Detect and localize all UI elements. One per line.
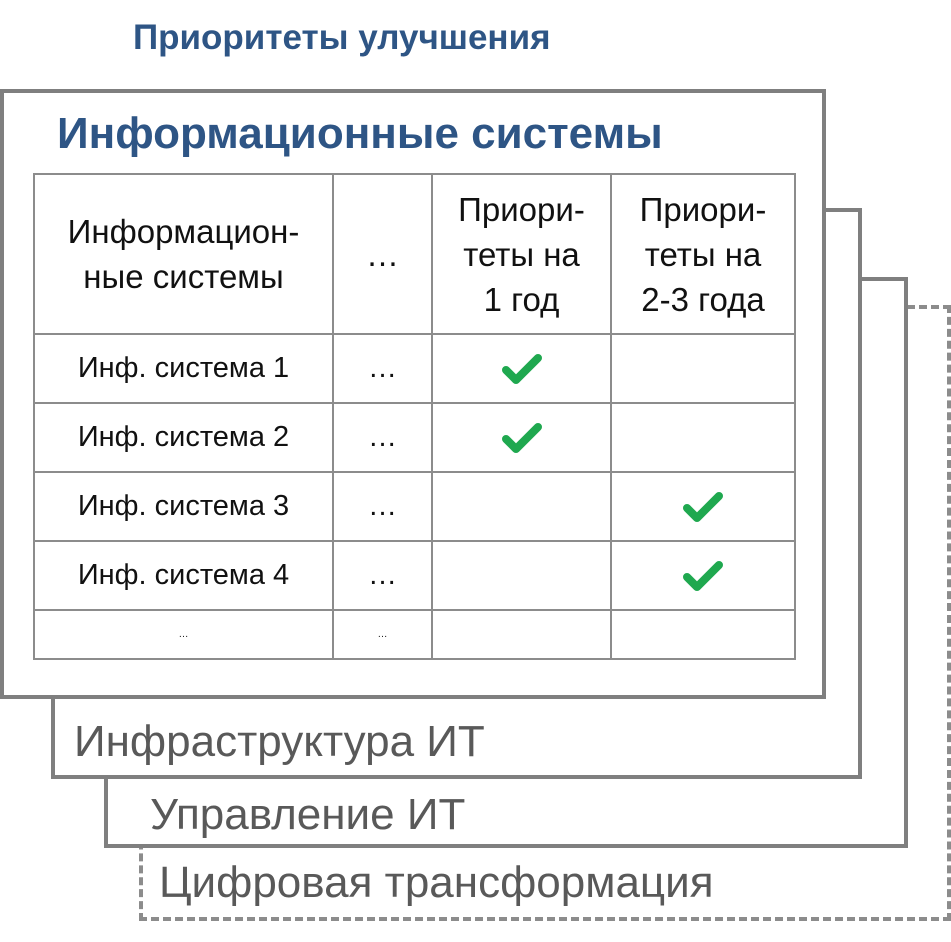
system-name-cell: Инф. система 4: [33, 540, 334, 611]
ellipsis-cell-last: …: [332, 609, 433, 660]
check-icon: [501, 354, 542, 385]
two-three-years-cell: [610, 333, 796, 404]
priorities-table: Информацион- ные системы … Приори- теты …: [33, 173, 796, 660]
header-cell-ellipsis: …: [332, 173, 433, 335]
header-cell-systems: Информацион- ные системы: [33, 173, 334, 335]
one-year-cell: [431, 333, 612, 404]
two-three-years-cell-last: [610, 609, 796, 660]
table-row: Инф. система 2 …: [33, 402, 796, 473]
header-cell-two-three-years: Приори- теты на 2-3 года: [610, 173, 796, 335]
two-three-years-cell: [610, 402, 796, 473]
ellipsis-cell: …: [332, 540, 433, 611]
table-row-last: … …: [33, 609, 796, 660]
one-year-cell: [431, 471, 612, 542]
one-year-cell: [431, 402, 612, 473]
two-three-years-cell: [610, 540, 796, 611]
system-name-cell: Инф. система 2: [33, 402, 334, 473]
ellipsis-cell: …: [332, 471, 433, 542]
sheet-label-it-management: Управление ИТ: [150, 790, 466, 839]
ellipsis-cell: …: [332, 333, 433, 404]
table-row: Инф. система 3 …: [33, 471, 796, 542]
page-title: Приоритеты улучшения: [133, 18, 551, 57]
header-two-three-years-label: Приори- теты на 2-3 года: [639, 190, 767, 318]
system-name-cell: Инф. система 1: [33, 333, 334, 404]
ellipsis-cell: …: [332, 402, 433, 473]
one-year-cell: [431, 540, 612, 611]
header-systems-label: Информацион- ные системы: [67, 213, 300, 295]
system-name-cell: Инф. система 3: [33, 471, 334, 542]
table-row: Инф. система 1 …: [33, 333, 796, 404]
check-icon: [501, 423, 542, 454]
sheet-label-it-infrastructure: Инфраструктура ИТ: [74, 717, 485, 766]
two-three-years-cell: [610, 471, 796, 542]
header-ellipsis-label: …: [366, 235, 399, 273]
header-cell-one-year: Приори- теты на 1 год: [431, 173, 612, 335]
one-year-cell-last: [431, 609, 612, 660]
check-icon: [683, 492, 723, 523]
table-header-row: Информацион- ные системы … Приори- теты …: [33, 173, 796, 335]
sheet-label-digital-transformation: Цифровая трансформация: [159, 858, 714, 907]
system-name-cell-last: …: [33, 609, 334, 660]
table-row: Инф. система 4 …: [33, 540, 796, 611]
sheet-information-systems: Информационные системы Информацион- ные …: [0, 89, 826, 699]
check-icon: [683, 561, 723, 592]
header-one-year-label: Приори- теты на 1 год: [458, 190, 585, 318]
sheet-title-information-systems: Информационные системы: [57, 109, 663, 158]
